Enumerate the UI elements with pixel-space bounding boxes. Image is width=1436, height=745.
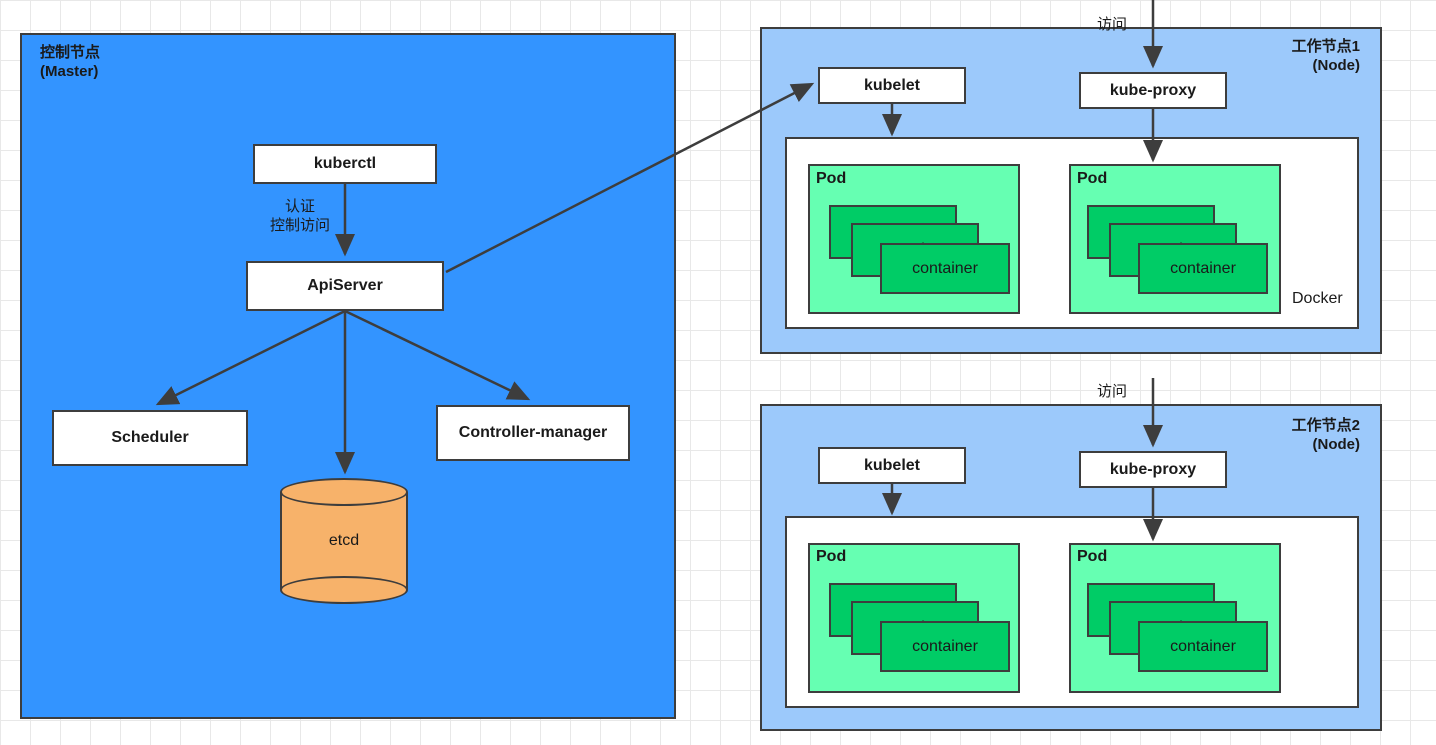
pod-label-node-2-b: Pod: [1077, 548, 1108, 565]
master-region-label: 控制节点 (Master): [40, 44, 101, 80]
kube-proxy-box-node-2[interactable]: kube-proxy: [1079, 451, 1227, 488]
auth-edge-label: 认证 控制访问: [269, 198, 330, 234]
access-label-node-2: 访问: [1096, 383, 1127, 400]
etcd-cylinder-top: [280, 478, 408, 506]
worker-node-2-label: 工作节点2 (Node): [1291, 417, 1360, 453]
etcd-cylinder[interactable]: etcd: [280, 478, 408, 604]
worker-node-1-label: 工作节点1 (Node): [1291, 38, 1360, 74]
access-label-node-1: 访问: [1096, 16, 1127, 33]
kubelet-box-node-2[interactable]: kubelet: [818, 447, 966, 484]
etcd-cylinder-body: [280, 492, 408, 590]
pod-label-node-1-b: Pod: [1077, 170, 1108, 187]
pod-label-node-2-a: Pod: [816, 548, 847, 565]
container-node-1-a-1[interactable]: container: [880, 243, 1010, 294]
container-node-1-b-1[interactable]: container: [1138, 243, 1268, 294]
etcd-label: etcd: [328, 532, 360, 549]
kube-proxy-box-node-1[interactable]: kube-proxy: [1079, 72, 1227, 109]
kuberctl-box[interactable]: kuberctl: [253, 144, 437, 184]
apiserver-box[interactable]: ApiServer: [246, 261, 444, 311]
pod-label-node-1-a: Pod: [816, 170, 847, 187]
docker-runtime-label-node-1: Docker: [1292, 290, 1343, 307]
kubelet-box-node-1[interactable]: kubelet: [818, 67, 966, 104]
scheduler-box[interactable]: Scheduler: [52, 410, 248, 466]
container-node-2-b-1[interactable]: container: [1138, 621, 1268, 672]
etcd-cylinder-bottom: [280, 576, 408, 604]
container-node-2-a-1[interactable]: container: [880, 621, 1010, 672]
master-region: [20, 33, 676, 719]
controller-manager-box[interactable]: Controller-manager: [436, 405, 630, 461]
